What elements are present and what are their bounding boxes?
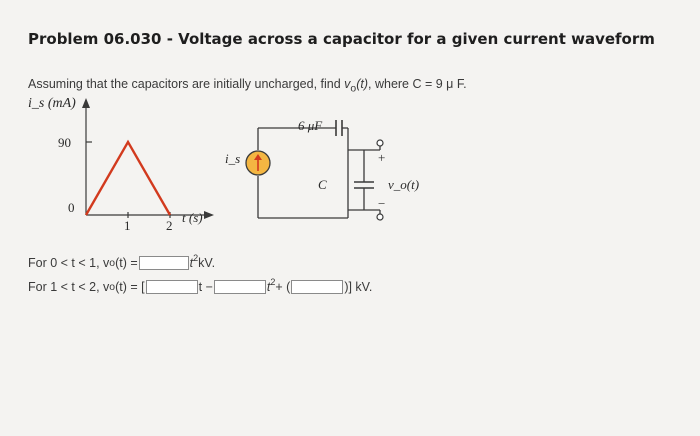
row2-arg: (t) = [ bbox=[115, 280, 145, 294]
source-label: i_s bbox=[225, 151, 240, 166]
statement-var: v bbox=[344, 77, 351, 91]
answer-input-row2-t-coefficient[interactable] bbox=[145, 280, 198, 294]
problem-statement: Assuming that the capacitors are initial… bbox=[28, 77, 467, 95]
origin-label: 0 bbox=[68, 200, 75, 215]
row2-sub: o bbox=[109, 281, 116, 293]
plus-sign: + bbox=[378, 150, 385, 165]
answer-input-row1-coefficient[interactable] bbox=[138, 256, 189, 270]
source-arrow-icon bbox=[254, 154, 262, 160]
x-tick-label-2: 2 bbox=[166, 218, 173, 233]
problem-title: Problem 06.030 - Voltage across a capaci… bbox=[28, 30, 655, 48]
row2-prefix: For 1 < t < 2, v bbox=[28, 280, 110, 294]
row1-sup: 2 bbox=[193, 253, 199, 263]
row2-mid3: + ( bbox=[275, 280, 291, 294]
answer-input-row2-constant[interactable] bbox=[291, 280, 344, 294]
output-terminal-top bbox=[376, 139, 384, 147]
row1-sub: o bbox=[109, 257, 116, 269]
row1-prefix: For 0 < t < 1, v bbox=[28, 256, 110, 270]
row2-t: t bbox=[266, 280, 271, 294]
statement-text: Assuming that the capacitors are initial… bbox=[28, 77, 345, 91]
cap1-label: 6 μF bbox=[298, 118, 323, 133]
minus-sign: − bbox=[378, 196, 385, 211]
statement-suffix: , where C = 9 μ F. bbox=[368, 77, 467, 91]
row1-arg: (t) = bbox=[115, 256, 138, 270]
current-waveform-graph bbox=[82, 98, 214, 219]
circuit-diagram bbox=[257, 120, 381, 219]
row2-sup: 2 bbox=[270, 277, 276, 287]
statement-sub: o bbox=[350, 83, 357, 95]
x-axis-label: t (s) bbox=[182, 210, 203, 225]
y-axis-label: i_s (mA) bbox=[28, 96, 76, 111]
cap2-label: C bbox=[318, 177, 327, 192]
output-terminal-bottom bbox=[376, 213, 384, 221]
row1-t: t bbox=[189, 256, 194, 270]
row2-unit: )] kV. bbox=[344, 280, 373, 294]
x-tick-label-1: 1 bbox=[124, 218, 131, 233]
y-axis-arrow bbox=[82, 98, 90, 108]
x-axis-arrow bbox=[204, 211, 214, 219]
row2-mid1: t − bbox=[198, 280, 213, 294]
statement-arg: (t) bbox=[356, 77, 369, 91]
row1-unit: kV. bbox=[198, 256, 216, 270]
output-voltage-label: v_o(t) bbox=[388, 177, 419, 192]
y-tick-label-90: 90 bbox=[58, 135, 71, 150]
current-waveform-line bbox=[84, 139, 172, 216]
answer-input-row2-t2-coefficient[interactable] bbox=[213, 280, 266, 294]
